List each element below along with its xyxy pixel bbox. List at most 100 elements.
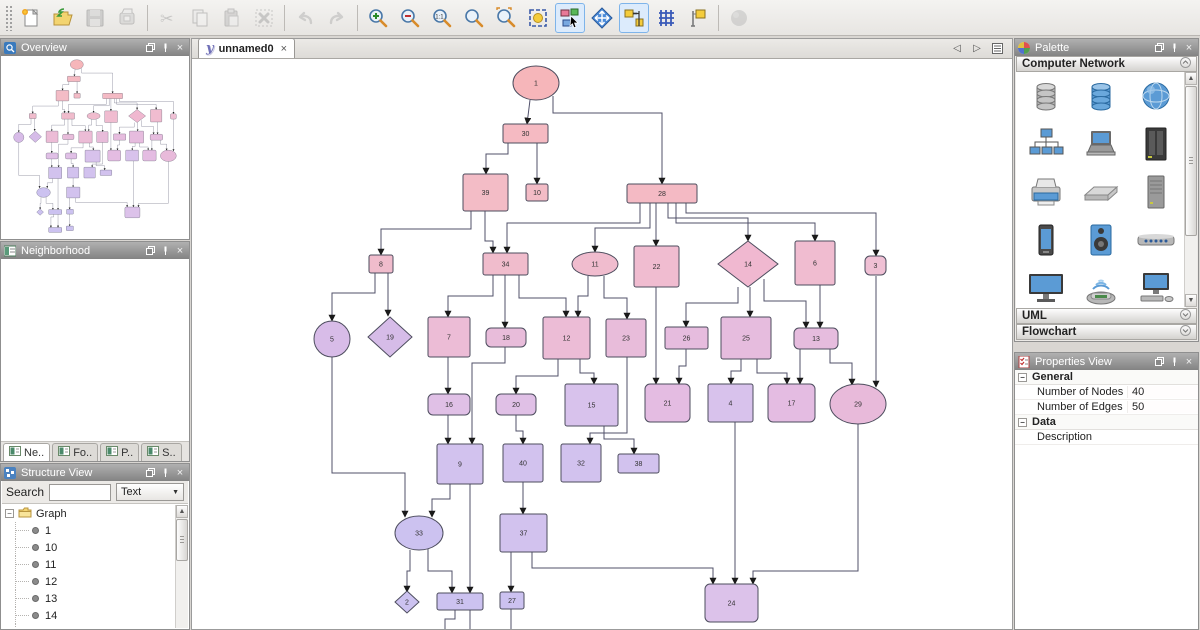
workstation-icon[interactable] xyxy=(1129,268,1184,308)
graph-node-23[interactable]: 23 xyxy=(605,318,647,358)
zoom-selection-button[interactable] xyxy=(491,3,521,33)
graph-node-37[interactable]: 37 xyxy=(499,513,548,553)
speaker-icon[interactable] xyxy=(1073,220,1128,260)
graph-edge[interactable] xyxy=(18,142,41,189)
graph-edge[interactable] xyxy=(403,550,411,593)
graph-node-11[interactable]: 11 xyxy=(571,251,619,277)
tree-item-11[interactable]: 11 xyxy=(2,556,175,573)
properties-section-data[interactable]: −Data xyxy=(1015,415,1198,430)
palette-pin-button[interactable] xyxy=(1168,42,1180,54)
globe-icon[interactable] xyxy=(1129,76,1184,116)
graph-edge[interactable] xyxy=(61,81,69,91)
tab-close-icon[interactable]: × xyxy=(280,42,288,55)
collapse-icon[interactable]: − xyxy=(1018,417,1027,427)
chevron-up-icon[interactable] xyxy=(1180,57,1191,71)
graph-edge[interactable] xyxy=(468,347,506,445)
graph-node-4[interactable]: 4 xyxy=(707,383,754,423)
graph-edge[interactable] xyxy=(727,359,742,385)
graph-node-21[interactable]: 21 xyxy=(107,149,121,162)
tower-server-icon[interactable] xyxy=(1129,172,1184,212)
graph-edge[interactable] xyxy=(377,211,472,256)
graph-node-22[interactable]: 22 xyxy=(633,245,680,288)
properties-float-button[interactable] xyxy=(1153,356,1165,368)
graph-edge[interactable] xyxy=(675,349,687,385)
graph-edge[interactable] xyxy=(444,275,494,318)
graph-node-36[interactable]: 36 xyxy=(48,227,62,233)
graph-node-12[interactable]: 12 xyxy=(78,130,93,144)
structure-float-button[interactable] xyxy=(144,467,156,479)
graph-edge[interactable] xyxy=(116,98,158,110)
graph-edge[interactable] xyxy=(427,547,456,594)
neighborhood-pin-button[interactable] xyxy=(159,245,171,257)
graph-edge[interactable] xyxy=(95,119,104,132)
switch-icon[interactable] xyxy=(1129,220,1184,260)
graph-node-29[interactable]: 29 xyxy=(829,383,887,425)
graph-node-10[interactable]: 10 xyxy=(525,183,549,202)
graph-node-25[interactable]: 25 xyxy=(129,130,144,144)
palette-scrollbar[interactable]: ▲ ▼ xyxy=(1184,72,1197,307)
scroll-up-icon[interactable]: ▲ xyxy=(176,505,188,518)
tree-item-10[interactable]: 10 xyxy=(2,539,175,556)
database-blue-icon[interactable] xyxy=(1073,76,1128,116)
graph-edge[interactable] xyxy=(75,197,129,208)
graph-edge[interactable] xyxy=(524,99,532,125)
graph-edge[interactable] xyxy=(114,98,139,110)
graph-edge[interactable] xyxy=(46,178,53,189)
edit-mode-button[interactable] xyxy=(555,2,585,33)
palette-section-flowchart[interactable]: Flowchart xyxy=(1016,324,1197,340)
graph-edge[interactable] xyxy=(328,273,376,322)
graph-edge[interactable] xyxy=(67,98,107,114)
graph-edge[interactable] xyxy=(141,120,155,135)
graph-edge[interactable] xyxy=(586,357,628,445)
open-button[interactable] xyxy=(48,3,78,33)
graph-node-20[interactable]: 20 xyxy=(65,152,77,160)
zoom-1-1-button[interactable]: 1:1 xyxy=(427,3,457,33)
monitor-icon[interactable] xyxy=(1018,268,1073,308)
graph-node-22[interactable]: 22 xyxy=(104,110,118,123)
properties-section-general[interactable]: −General xyxy=(1015,370,1198,385)
graph-node-12[interactable]: 12 xyxy=(542,316,591,360)
palette-float-button[interactable] xyxy=(1153,42,1165,54)
graph-node-21[interactable]: 21 xyxy=(644,383,691,423)
graph-node-40[interactable]: 40 xyxy=(67,167,79,179)
graph-edge[interactable] xyxy=(118,122,135,135)
graph-edge[interactable] xyxy=(119,98,175,114)
graph-edge[interactable] xyxy=(31,100,59,114)
label-mode-button[interactable] xyxy=(683,3,713,33)
collapse-icon[interactable]: − xyxy=(5,509,14,518)
toolbar-drag-handle[interactable] xyxy=(5,4,12,31)
grid-button[interactable] xyxy=(651,3,681,33)
tree-root-row[interactable]: − Graph xyxy=(2,505,175,522)
chevron-down-icon[interactable] xyxy=(1180,325,1191,339)
graph-edge[interactable] xyxy=(756,359,791,385)
properties-close-button[interactable]: × xyxy=(1185,355,1193,368)
graph-node-24[interactable]: 24 xyxy=(124,206,141,218)
graph-edge[interactable] xyxy=(49,214,54,228)
graph-node-38[interactable]: 38 xyxy=(99,169,112,176)
panel-tab-s[interactable]: S.. xyxy=(141,443,182,461)
graph-edge[interactable] xyxy=(482,143,509,175)
collapse-icon[interactable]: − xyxy=(1018,372,1027,382)
graph-edge[interactable] xyxy=(73,69,76,77)
graph-edge[interactable] xyxy=(17,118,32,133)
laptop-icon[interactable] xyxy=(1073,124,1128,164)
graph-edge[interactable] xyxy=(87,119,92,132)
rack-server-icon[interactable] xyxy=(1129,124,1184,164)
next-tab-button[interactable]: ▷ xyxy=(973,43,981,54)
graph-node-26[interactable]: 26 xyxy=(113,133,126,141)
graph-node-27[interactable]: 27 xyxy=(499,591,525,610)
graph-edge[interactable] xyxy=(89,143,95,151)
overview-close-button[interactable]: × xyxy=(176,41,184,54)
graph-node-1[interactable]: 1 xyxy=(70,59,84,70)
wireless-router-icon[interactable] xyxy=(1073,268,1128,308)
graph-edge[interactable] xyxy=(91,142,103,168)
tree-item-15[interactable]: 15 xyxy=(2,624,175,628)
graph-edge[interactable] xyxy=(574,276,589,318)
graph-node-30[interactable]: 30 xyxy=(67,76,81,82)
graph-edge[interactable] xyxy=(331,357,409,518)
graph-node-30[interactable]: 30 xyxy=(502,123,549,144)
overview-minimap[interactable]: 1303910288341122146351971812232625131620… xyxy=(2,56,188,238)
graph-edge[interactable] xyxy=(57,139,69,168)
graph-node-9[interactable]: 9 xyxy=(48,167,62,179)
graph-edge[interactable] xyxy=(603,426,638,455)
